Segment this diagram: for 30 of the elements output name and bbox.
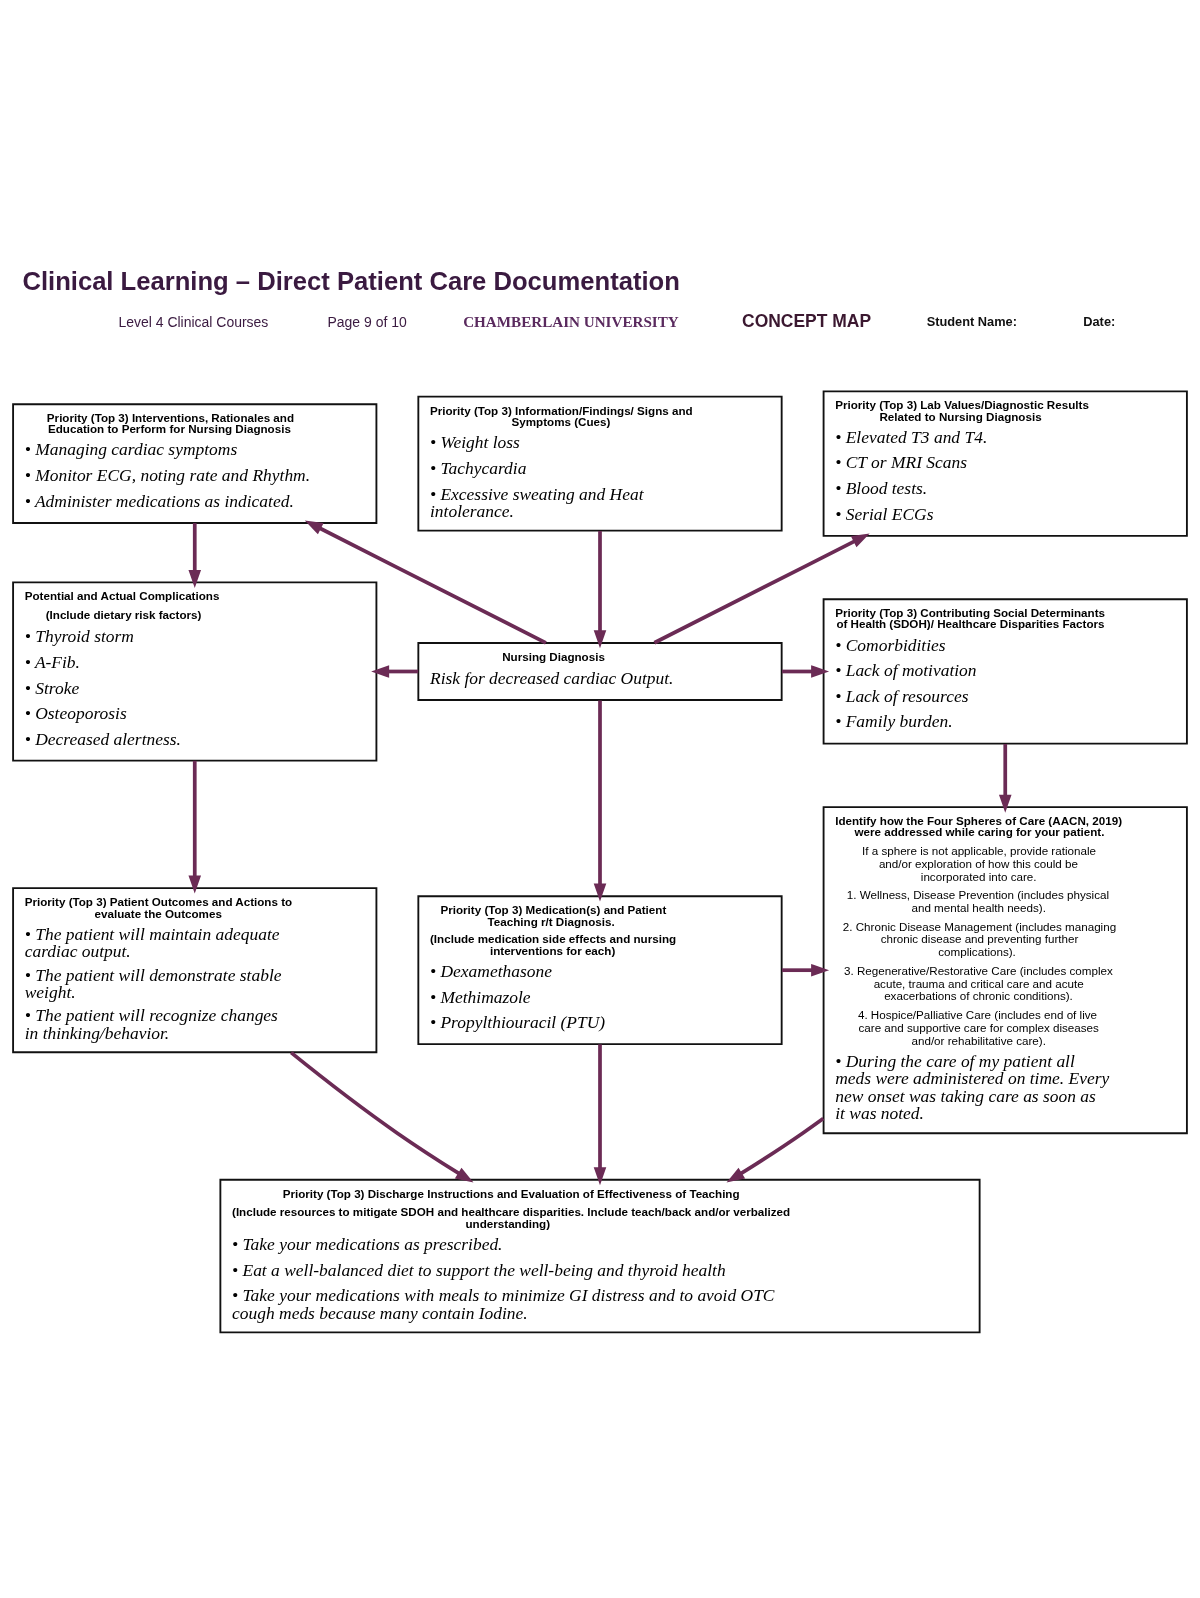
arrow: [782, 963, 830, 977]
arrow: [726, 1117, 825, 1183]
node-box: Priority (Top 3) Medication(s) and Patient Teaching r/t Diagnosis. (Include medication side effects and nursing interventions for each) • Dexamethasone • Methimazole • Propylthiouracil (PTU): [417, 895, 783, 1046]
node-box: Priority (Top 3) Lab Values/Diagnostic Results Related to Nursing Diagnosis • Elevated T3 and T4. • CT or MRI Scans • Blood tests. • Serial ECGs: [822, 390, 1188, 537]
node-box: Nursing Diagnosis Risk for decreased cardiac Output.: [417, 642, 783, 701]
arrow: [188, 523, 202, 588]
arrow: [593, 1044, 607, 1186]
label: Level 4 Clinical Courses: [118, 314, 269, 331]
arrow: [782, 665, 830, 678]
node-box: Priority (Top 3) Patient Outcomes and Actions to evaluate the Outcomes • The patient will maintain adequate cardiac output. • The patient will demonstrate stable weight. • The patient will recognize changes in thinking/behavior.: [12, 887, 378, 1054]
node-box: Priority (Top 3) Contributing Social Determinants of Health (SDOH)/ Healthcare Disparities Factors • Comorbidities • Lack of motivation • Lack of resources • Family burden.: [822, 598, 1188, 745]
arrow: [593, 700, 607, 902]
label: CONCEPT MAP: [742, 310, 872, 331]
node-box: Potential and Actual Complications (Include dietary risk factors) • Thyroid storm • A-Fib. • Stroke • Osteoporosis • Decreased alertness.: [12, 581, 378, 762]
label: Student Name:: [926, 313, 1017, 329]
label: CHAMBERLAIN UNIVERSITY: [463, 313, 679, 330]
arrow: [304, 520, 547, 645]
label: Page 9 of 10: [327, 314, 407, 331]
label: Date:: [1083, 313, 1116, 329]
node-box: Identify how the Four Spheres of Care (AACN, 2019) were addressed while caring for your patient. If a sphere is not applicable, provide rationale and/or exploration of how this could be incorporated into care. 1. Wellness, Disease Prevention (includes physical and mental health needs). 2. Chronic Disease Management (includes managing chronic disease and preventing further complications). 3. Regenerative/Restorative Care (includes complex acute, trauma and critical care and acute exacerbations of chronic conditions). 4. Hospice/Palliative Care (includes end of live care and supportive care for complex diseases and/or rehabilitative care). • During the care of my patient all meds were administered on time. Every new onset was taking care as soon as it was noted.: [822, 806, 1188, 1135]
arrow: [998, 744, 1012, 813]
diagram-title: Clinical Learning – Direct Patient Care Documentation: [22, 266, 680, 295]
node-box: Priority (Top 3) Interventions, Rationales and Education to Perform for Nursing Diagnosis • Managing cardiac symptoms • Monitor ECG, noting rate and Rhythm. • Administer medications as indicated.: [12, 403, 378, 524]
node-box: Priority (Top 3) Information/Findings/ Signs and Symptoms (Cues) • Weight loss • Tachycardia • Excessive sweating and Heat intolerance.: [417, 395, 783, 532]
arrow: [290, 1051, 474, 1183]
arrow: [593, 530, 607, 649]
arrow: [653, 533, 870, 645]
arrow: [188, 760, 202, 894]
node-box: Priority (Top 3) Discharge Instructions and Evaluation of Effectiveness of Teaching (Include resources to mitigate SDOH and healthcare disparities. Include teach/back and/or verbalized understanding) • Take your medications as prescribed. • Eat a well-balanced diet to support the well-being and thyroid health • Take your medications with meals to minimize GI distress and to avoid OTC cough meds because many contain Iodine.: [219, 1178, 981, 1334]
arrow: [371, 665, 419, 678]
